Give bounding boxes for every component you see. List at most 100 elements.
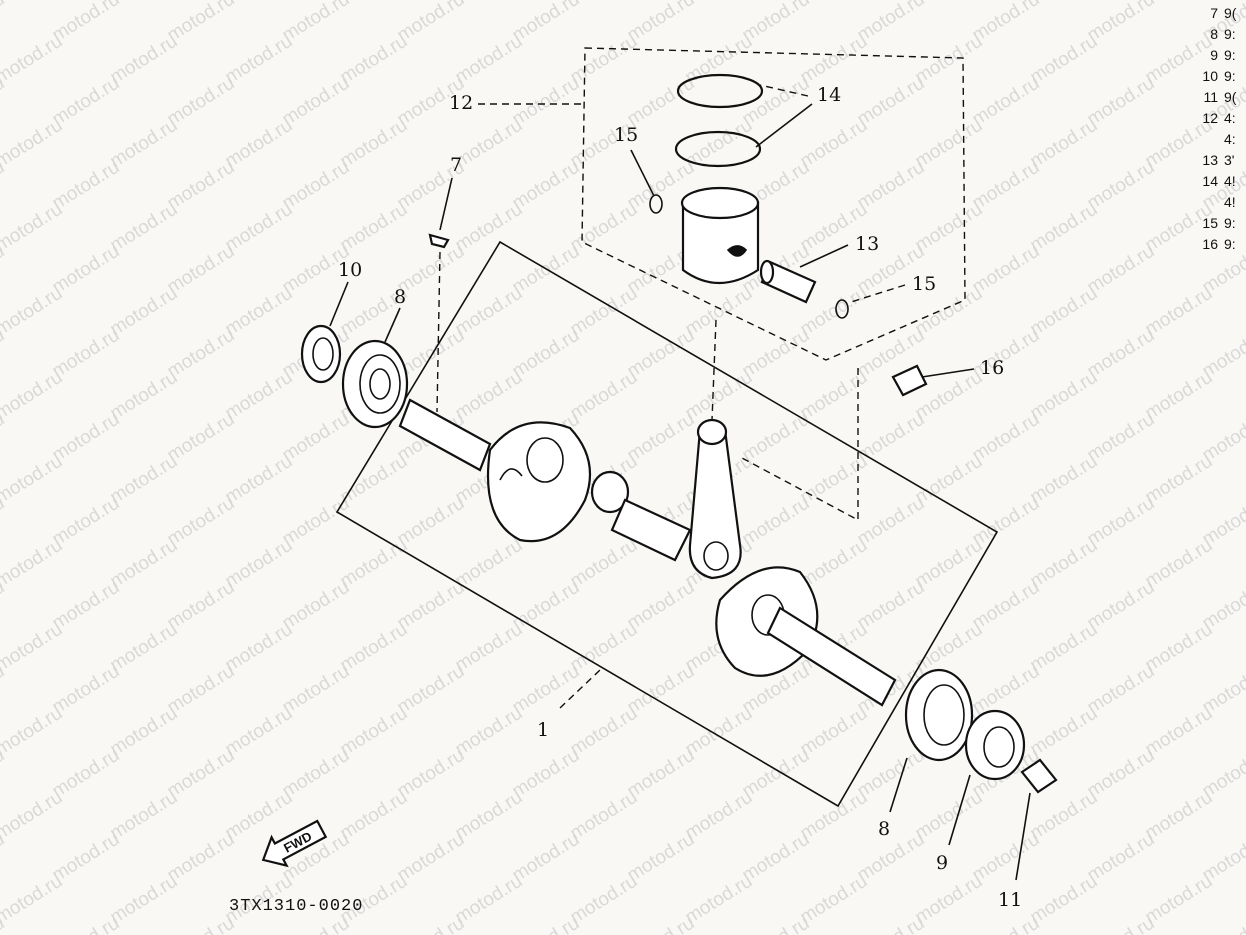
parts-list-row: 4:: [1164, 131, 1246, 152]
watermark-text: motod.ru: [797, 115, 872, 173]
watermark-text: motod.ru: [107, 115, 182, 173]
callout-7: 7: [450, 154, 462, 176]
watermark-text: motod.ru: [1142, 787, 1217, 845]
watermark-text: motod.ru: [1084, 829, 1159, 887]
callout-10: 10: [338, 259, 362, 281]
watermark-text: motod.ru: [222, 703, 297, 761]
watermark-text: motod.ru: [969, 661, 1044, 719]
watermark-text: motod.ru: [1142, 451, 1217, 509]
leader-1: [559, 669, 601, 709]
parts-list-number: 7: [1210, 5, 1218, 21]
watermark-text: motod.ru: [222, 451, 297, 509]
watermark-text: motod.ru: [222, 31, 297, 89]
callout-1: 1: [537, 719, 549, 741]
watermark-text: motod.ru: [107, 283, 182, 341]
watermark-text: motod.ru: [854, 913, 929, 935]
leader-13: [799, 244, 849, 268]
watermark-text: motod.ru: [222, 283, 297, 341]
watermark-text: motod.ru: [337, 451, 412, 509]
callout-9: 9: [936, 852, 948, 874]
parts-list-code: 9:: [1224, 236, 1236, 252]
watermark-text: motod.ru: [222, 199, 297, 257]
parts-list-code: 9:: [1224, 26, 1236, 42]
watermark-text: motod.ru: [854, 829, 929, 887]
watermark-text: motod.ru: [337, 703, 412, 761]
watermark-text: motod.ru: [912, 451, 987, 509]
watermark-text: motod.ru: [624, 661, 699, 719]
watermark-text: motod.ru: [682, 787, 757, 845]
piston-ring-lower: [674, 130, 762, 168]
watermark-text: motod.ru: [912, 787, 987, 845]
callout-14: 14: [817, 84, 841, 106]
watermark-text: motod.ru: [337, 115, 412, 173]
watermark-text: motod.ru: [567, 787, 642, 845]
watermark-text: motod.ru: [49, 577, 124, 635]
parts-list-code: 4:: [1224, 131, 1236, 147]
watermark-text: motod.ru: [854, 493, 929, 551]
watermark-text: motod.ru: [279, 157, 354, 215]
watermark-text: motod.ru: [1084, 241, 1159, 299]
watermark-text: motod.ru: [1142, 871, 1217, 929]
watermark-text: motod.ru: [797, 31, 872, 89]
leader-7: [439, 177, 453, 231]
watermark-text: motod.ru: [624, 325, 699, 383]
watermark-text: motod.ru: [1084, 493, 1159, 551]
watermark-text: motod.ru: [739, 325, 814, 383]
watermark-text: motod.ru: [1084, 745, 1159, 803]
small-end-bearing: [891, 364, 928, 397]
watermark-text: motod.ru: [49, 73, 124, 131]
watermark-text: motod.ru: [0, 703, 66, 761]
watermark-text: motod.ru: [1142, 367, 1217, 425]
watermark-text: motod.ru: [1027, 871, 1102, 929]
watermark-text: motod.ru: [107, 619, 182, 677]
watermark-text: motod.ru: [0, 787, 66, 845]
watermark-text: motod.ru: [509, 829, 584, 887]
parts-list-number: 11: [1203, 89, 1218, 105]
watermark-text: motod.ru: [567, 703, 642, 761]
watermark-text: motod.ru: [1142, 535, 1217, 593]
watermark-text: motod.ru: [797, 871, 872, 929]
watermark-text: motod.ru: [164, 325, 239, 383]
watermark-text: motod.ru: [164, 493, 239, 551]
parts-list-code: 9(: [1224, 5, 1237, 21]
watermark-text: motod.ru: [0, 367, 66, 425]
bearing-right: [904, 668, 974, 762]
watermark-text: motod.ru: [509, 577, 584, 635]
watermark-text: motod.ru: [107, 451, 182, 509]
watermark-text: motod.ru: [107, 367, 182, 425]
watermark-text: motod.ru: [1027, 283, 1102, 341]
watermark-text: motod.ru: [222, 367, 297, 425]
watermark-text: motod.ru: [624, 577, 699, 635]
watermark-text: motod.ru: [452, 535, 527, 593]
watermark-text: motod.ru: [452, 115, 527, 173]
watermark-text: motod.ru: [49, 829, 124, 887]
watermark-text: motod.ru: [222, 619, 297, 677]
watermark-text: motod.ru: [337, 199, 412, 257]
watermark-text: motod.ru: [567, 535, 642, 593]
watermark-text: motod.ru: [107, 199, 182, 257]
watermark-text: motod.ru: [164, 577, 239, 635]
watermark-text: motod.ru: [222, 787, 297, 845]
callout-15-right: 15: [912, 273, 936, 295]
watermark-text: motod.ru: [452, 283, 527, 341]
parts-list-number: 12: [1202, 110, 1218, 126]
watermark-text: motod.ru: [0, 115, 66, 173]
watermark-text: motod.ru: [912, 871, 987, 929]
watermark-text: motod.ru: [969, 157, 1044, 215]
watermark-text: motod.ru: [0, 535, 66, 593]
watermark-text: motod.ru: [969, 913, 1044, 935]
callout-13: 13: [855, 233, 879, 255]
watermark-text: motod.ru: [567, 283, 642, 341]
woodruff-key: [428, 233, 450, 249]
parts-list-code: 4:: [1224, 110, 1236, 126]
crank-pin: [610, 498, 692, 562]
watermark-text: motod.ru: [0, 0, 8, 46]
watermark-text: motod.ru: [394, 577, 469, 635]
parts-list-number: 10: [1202, 68, 1218, 84]
watermark-text: motod.ru: [164, 73, 239, 131]
watermark-text: motod.ru: [1027, 451, 1102, 509]
